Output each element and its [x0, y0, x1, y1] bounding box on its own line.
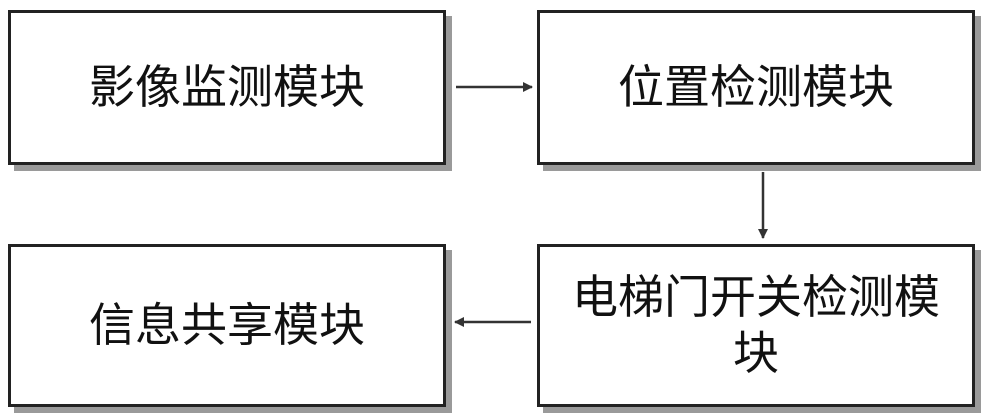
node-label: 信息共享模块: [89, 297, 365, 352]
node-video-monitoring: 影像监测模块: [8, 10, 446, 165]
node-label: 电梯门开关检测模块: [572, 270, 940, 380]
node-elevator-door-detection: 电梯门开关检测模块: [537, 244, 975, 407]
node-info-sharing: 信息共享模块: [8, 244, 446, 407]
node-label: 影像监测模块: [89, 59, 365, 114]
node-position-detection: 位置检测模块: [537, 10, 975, 165]
node-label: 位置检测模块: [618, 59, 894, 114]
